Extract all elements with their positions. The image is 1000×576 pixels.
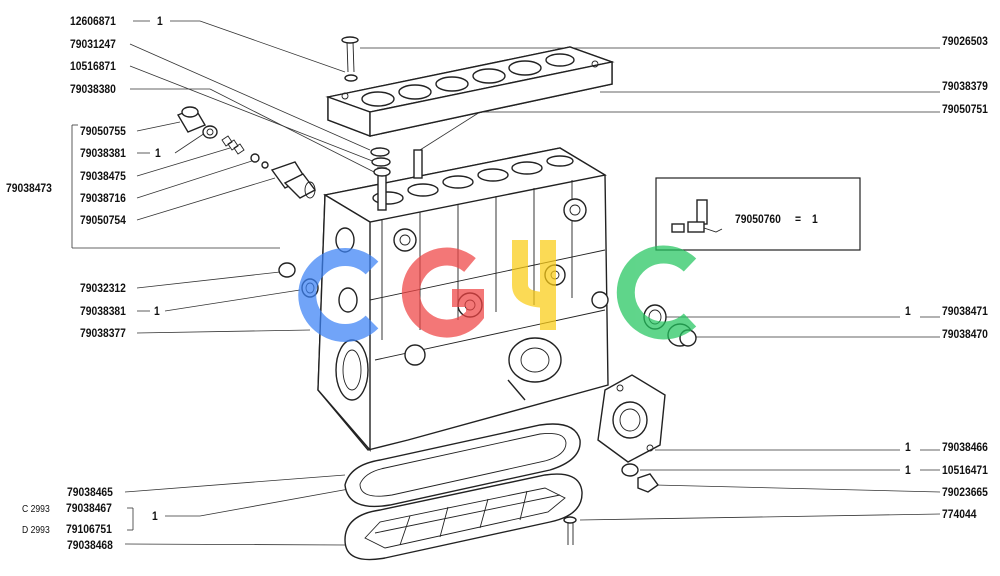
label-79038377: 79038377 <box>80 326 126 340</box>
inset-qty: 1 <box>812 212 818 226</box>
label-79038465: 79038465 <box>67 485 113 499</box>
label-79050754: 79050754 <box>80 213 126 227</box>
label-79038468: 79038468 <box>67 538 113 552</box>
label-79038473: 79038473 <box>6 181 52 195</box>
label-79038380: 79038380 <box>70 82 116 96</box>
washer-stack <box>370 147 391 177</box>
label-79038475: 79038475 <box>80 169 126 183</box>
label-79038471: 79038471 <box>942 304 988 318</box>
qty-12606871: 1 <box>157 14 163 28</box>
label-79038381-a: 79038381 <box>80 146 126 160</box>
qty-gasket-pair: 1 <box>152 509 158 523</box>
label-79038379: 79038379 <box>942 79 988 93</box>
label-79050751: 79050751 <box>942 102 988 116</box>
nut-washer <box>621 463 659 493</box>
qty-79038381-a: 1 <box>155 146 161 160</box>
qty-79038466: 1 <box>905 440 911 454</box>
label-79038470: 79038470 <box>942 327 988 341</box>
label-79050755: 79050755 <box>80 124 126 138</box>
label-10516471: 10516471 <box>942 463 988 477</box>
cover-screw <box>341 36 359 82</box>
oil-pan-grid <box>344 473 583 561</box>
label-d2993: D 2993 <box>22 525 50 536</box>
bottom-bolt <box>563 516 577 545</box>
rear-flange-plate <box>597 374 666 463</box>
qty-79038471: 1 <box>905 304 911 318</box>
plug-assembly <box>176 106 317 199</box>
qty-10516471: 1 <box>905 463 911 477</box>
label-774044: 774044 <box>942 507 977 521</box>
cgc-watermark-logo <box>298 240 697 342</box>
label-10516871: 10516871 <box>70 59 116 73</box>
label-c2993: C 2993 <box>22 504 50 515</box>
label-79023665: 79023665 <box>942 485 988 499</box>
leader-lines-left <box>71 20 381 546</box>
label-79038381-b: 79038381 <box>80 304 126 318</box>
leader-lines-right <box>360 47 941 521</box>
label-79032312: 79032312 <box>80 281 126 295</box>
label-79106751: 79106751 <box>66 522 112 536</box>
label-79031247: 79031247 <box>70 37 116 51</box>
oil-pan-gasket <box>344 423 581 508</box>
label-79026503: 79026503 <box>942 34 988 48</box>
head-cover-plate <box>325 46 615 138</box>
label-79038716: 79038716 <box>80 191 126 205</box>
label-79038466: 79038466 <box>942 440 988 454</box>
qty-79038381-b: 1 <box>154 304 160 318</box>
label-12606871: 12606871 <box>70 14 116 28</box>
inset-part-number: 79050760 <box>735 212 781 226</box>
inset-box <box>655 177 861 251</box>
inset-equals: = <box>795 212 802 226</box>
label-79038467: 79038467 <box>66 501 112 515</box>
